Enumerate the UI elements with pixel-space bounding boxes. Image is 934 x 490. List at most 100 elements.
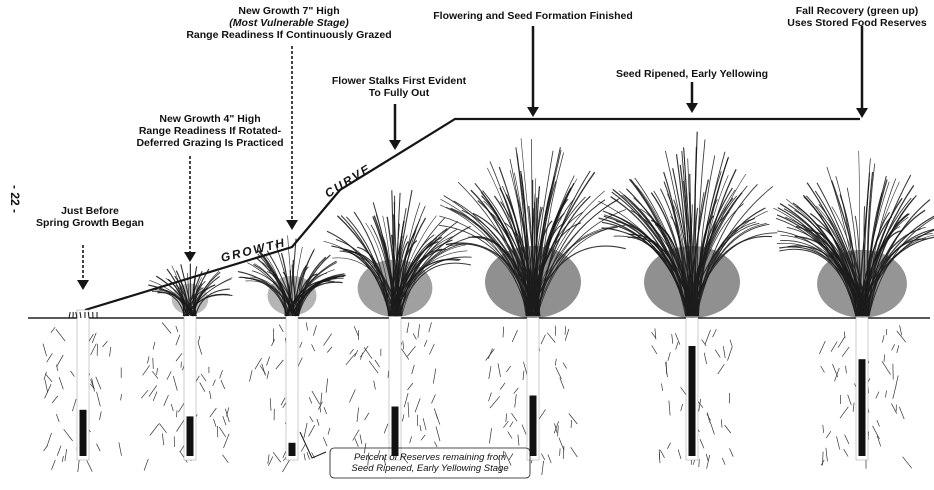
root-stroke — [511, 413, 517, 421]
root-stroke — [826, 448, 828, 462]
stage-label-line: New Growth 7" High — [186, 5, 391, 17]
root-stroke — [569, 414, 578, 425]
root-stroke — [153, 358, 154, 369]
stage-label-line: Uses Stored Food Reserves — [787, 17, 926, 29]
root-stroke — [44, 445, 48, 451]
root-stroke — [560, 448, 561, 455]
root-stroke — [506, 366, 510, 372]
root-stroke — [661, 384, 662, 391]
root-stroke — [424, 340, 427, 347]
root-stroke — [565, 329, 569, 341]
stage-label-line: (Most Vulnerable Stage) — [186, 17, 391, 29]
root-stroke — [91, 344, 97, 355]
root-stroke — [415, 398, 420, 412]
root-stroke — [44, 372, 46, 380]
root-stroke — [489, 366, 491, 379]
caption-line-1: Percent of Reserves remaining from — [354, 452, 506, 463]
root-stroke — [413, 334, 416, 340]
root-stroke — [57, 446, 61, 456]
root-stroke — [210, 408, 217, 417]
root-stroke — [227, 407, 229, 416]
root-stroke — [436, 413, 440, 424]
root-stroke — [831, 342, 837, 352]
root-stroke — [141, 390, 148, 398]
root-stroke — [45, 384, 52, 398]
root-stroke — [103, 341, 108, 347]
reserve-bar — [80, 410, 87, 456]
root-stroke — [223, 416, 226, 425]
root-stroke — [221, 380, 225, 389]
root-stroke — [840, 407, 848, 419]
root-stroke — [715, 350, 720, 358]
root-stroke — [276, 360, 284, 369]
root-stroke — [224, 434, 230, 448]
root-stroke — [842, 347, 849, 357]
root-stroke — [324, 407, 327, 414]
root-stroke — [157, 368, 158, 375]
root-stroke — [838, 336, 845, 347]
root-stroke — [429, 322, 432, 332]
page-number: - 22 - — [8, 185, 22, 205]
root-stroke — [725, 425, 731, 433]
root-stroke — [506, 413, 507, 422]
root-stroke — [488, 349, 492, 359]
root-stroke — [730, 340, 732, 347]
root-stroke — [718, 364, 725, 374]
root-stroke — [283, 451, 286, 458]
root-stroke — [47, 353, 53, 362]
pointer-arrow-head — [856, 108, 868, 118]
root-stroke — [357, 407, 359, 422]
root-stroke — [153, 342, 155, 349]
stage-label-flowering: Flowering and Seed Formation Finished — [433, 10, 633, 22]
caption-line-2: Seed Ripened, Early Yellowing Stage — [351, 463, 508, 474]
root-stroke — [360, 435, 362, 444]
root-stroke — [845, 435, 849, 444]
root-stroke — [349, 390, 355, 403]
root-stroke — [96, 377, 101, 390]
root-stroke — [436, 427, 440, 442]
root-stroke — [705, 330, 711, 345]
stage-label-line: Flowering and Seed Formation Finished — [433, 10, 633, 22]
root-stroke — [177, 420, 185, 431]
root-stroke — [846, 366, 847, 374]
stage-label-line: Fall Recovery (green up) — [787, 5, 926, 17]
root-stroke — [503, 421, 508, 428]
root-stroke — [826, 431, 831, 438]
stage-label-line: Flower Stalks First Evident — [332, 75, 466, 87]
stubble-stroke — [69, 312, 70, 318]
pointer-arrow-head — [77, 280, 89, 290]
root-stroke — [418, 324, 420, 338]
root-stroke — [897, 345, 899, 353]
root-stroke — [560, 378, 564, 389]
root-stroke — [722, 458, 725, 465]
reserve-bar — [392, 407, 399, 457]
root-stroke — [214, 419, 217, 427]
root-stroke — [309, 425, 315, 436]
root-stroke — [64, 429, 73, 441]
root-stroke — [833, 364, 838, 377]
root-stroke — [900, 325, 902, 335]
root-stroke — [541, 335, 546, 345]
root-stroke — [281, 398, 285, 406]
root-stroke — [498, 363, 501, 377]
stage-label-line: Range Readiness If Rotated- — [136, 125, 283, 137]
reserve-tube — [286, 310, 298, 460]
root-stroke — [346, 353, 356, 365]
root-stroke — [304, 454, 305, 461]
root-stroke — [310, 416, 313, 422]
root-stroke — [823, 425, 824, 433]
root-stroke — [364, 347, 372, 358]
root-stroke — [313, 325, 316, 335]
root-stroke — [147, 356, 149, 363]
root-stroke — [92, 378, 95, 391]
reserves-caption: Percent of Reserves remaining from Seed … — [330, 452, 530, 474]
root-stroke — [306, 322, 307, 330]
root-stroke — [704, 353, 706, 364]
stage-label-line: Spring Growth Began — [36, 217, 144, 229]
root-stroke — [353, 430, 360, 441]
root-stroke — [100, 412, 102, 421]
root-stroke — [196, 376, 199, 382]
reserve-bar — [187, 416, 194, 456]
root-stroke — [150, 424, 159, 436]
root-stroke — [162, 433, 164, 445]
